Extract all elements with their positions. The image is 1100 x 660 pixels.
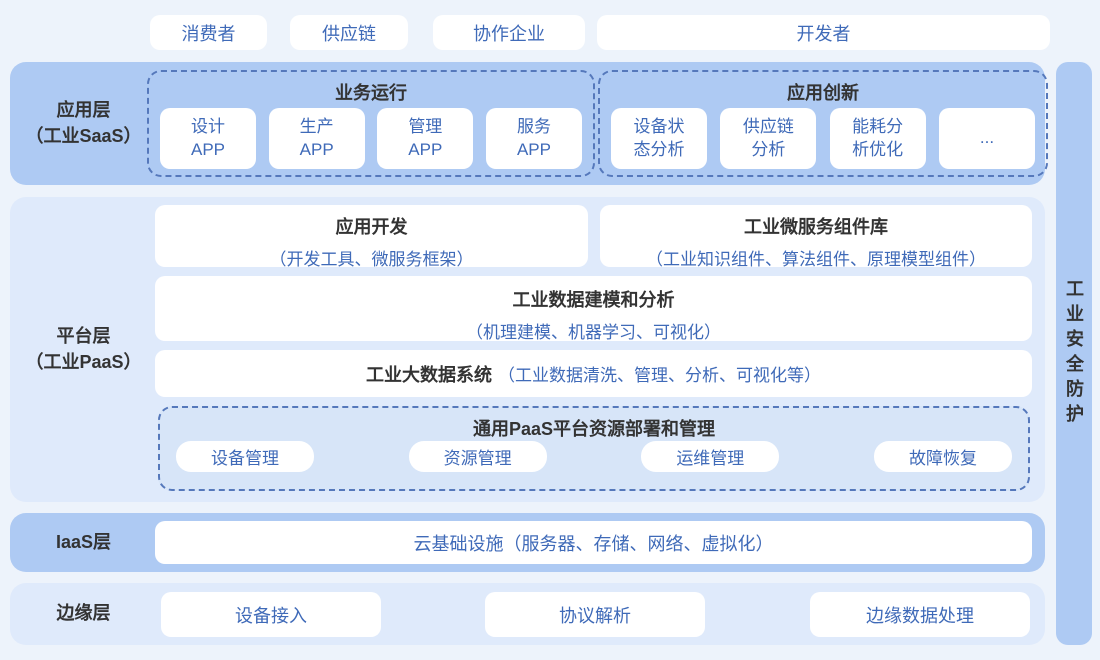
app-card-more: ...: [938, 108, 1035, 169]
application-layer-label: 应用层 （工业SaaS）: [25, 100, 142, 146]
app-development-title: 应用开发: [335, 217, 408, 237]
actor-pill-consumer: 消费者: [150, 15, 267, 50]
platform-layer-band: 平台层 （工业PaaS） 应用开发 （开发工具、微服务框架） 工业微服务组件库 …: [10, 197, 1045, 502]
business-operation-group: 业务运行 设计 APP 生产 APP 管理 APP 服务 APP: [147, 70, 595, 177]
edge-layer-label: 边缘层: [56, 603, 111, 624]
edge-layer-band: 边缘层 设备接入 协议解析 边缘数据处理: [10, 583, 1045, 645]
pill-resource-management: 资源管理: [408, 441, 547, 472]
microservice-library-title: 工业微服务组件库: [744, 217, 888, 237]
actor-pill-developer: 开发者: [597, 15, 1050, 50]
business-operation-title: 业务运行: [335, 83, 407, 103]
app-card-design: 设计 APP: [160, 108, 256, 169]
paas-resource-management-items: 设备管理 资源管理 运维管理 故障恢复: [160, 441, 1028, 472]
application-innovation-group: 应用创新 设备状 态分析 供应链 分析 能耗分 析优化 ...: [598, 70, 1048, 177]
app-card-service: 服务 APP: [485, 108, 582, 169]
app-card-supply-chain-analysis: 供应链 分析: [720, 108, 817, 169]
data-modeling-card: 工业数据建模和分析 （机理建模、机器学习、可视化）: [155, 276, 1032, 342]
application-layer-band: 应用层 （工业SaaS） 业务运行 设计 APP 生产 APP 管理 APP 服…: [10, 62, 1048, 185]
pill-device-management: 设备管理: [176, 441, 314, 472]
app-card-production: 生产 APP: [268, 108, 365, 169]
pill-fault-recovery: 故障恢复: [873, 441, 1012, 472]
app-development-card: 应用开发 （开发工具、微服务框架）: [155, 205, 588, 269]
app-card-energy-analysis: 能耗分 析优化: [829, 108, 926, 169]
protocol-parsing-card: 协议解析: [485, 592, 705, 637]
app-card-management: 管理 APP: [377, 108, 474, 169]
application-innovation-title: 应用创新: [787, 83, 859, 103]
application-innovation-cards: 设备状 态分析 供应链 分析 能耗分 析优化 ...: [600, 108, 1046, 169]
actor-pill-collaborating-enterprise: 协作企业: [433, 15, 585, 50]
data-modeling-title: 工业数据建模和分析: [512, 290, 675, 310]
pill-operations-management: 运维管理: [641, 441, 780, 472]
app-development-subtitle: （开发工具、微服务框架）: [269, 250, 474, 269]
app-card-device-status-analysis: 设备状 态分析: [611, 108, 707, 169]
data-modeling-subtitle: （机理建模、机器学习、可视化）: [466, 323, 721, 342]
big-data-system-title: 工业大数据系统: [366, 364, 492, 385]
microservice-library-card: 工业微服务组件库 （工业知识组件、算法组件、原理模型组件）: [600, 205, 1032, 269]
microservice-library-subtitle: （工业知识组件、算法组件、原理模型组件）: [646, 250, 986, 269]
industrial-security-label: 工业安全防护: [1064, 278, 1084, 429]
actor-pill-supply-chain: 供应链: [290, 15, 408, 50]
big-data-system-card: 工业大数据系统 （工业数据清洗、管理、分析、可视化等）: [155, 350, 1032, 397]
device-access-card: 设备接入: [161, 592, 381, 637]
platform-layer-label: 平台层 （工业PaaS）: [25, 326, 142, 372]
industrial-security-bar: 工业安全防护: [1056, 62, 1092, 645]
big-data-system-subtitle: （工业数据清洗、管理、分析、可视化等）: [498, 366, 821, 385]
paas-resource-management-group: 通用PaaS平台资源部署和管理 设备管理 资源管理 运维管理 故障恢复: [158, 406, 1030, 491]
paas-resource-management-title: 通用PaaS平台资源部署和管理: [472, 419, 716, 439]
edge-data-processing-card: 边缘数据处理: [810, 592, 1030, 637]
cloud-infrastructure-card: 云基础设施（服务器、存储、网络、虚拟化）: [155, 521, 1032, 564]
business-operation-cards: 设计 APP 生产 APP 管理 APP 服务 APP: [149, 108, 593, 169]
iaas-layer-band: IaaS层 云基础设施（服务器、存储、网络、虚拟化）: [10, 513, 1045, 572]
iaas-layer-label: IaaS层: [55, 531, 112, 552]
